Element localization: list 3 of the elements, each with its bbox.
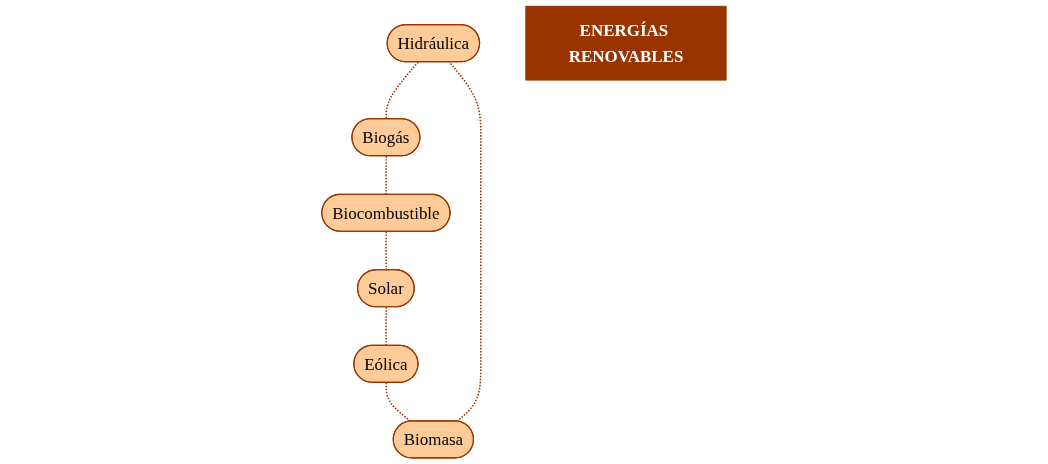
node-box: ENERGÍAS RENOVABLES	[525, 5, 727, 81]
connector	[448, 61, 482, 423]
connector	[385, 61, 419, 120]
